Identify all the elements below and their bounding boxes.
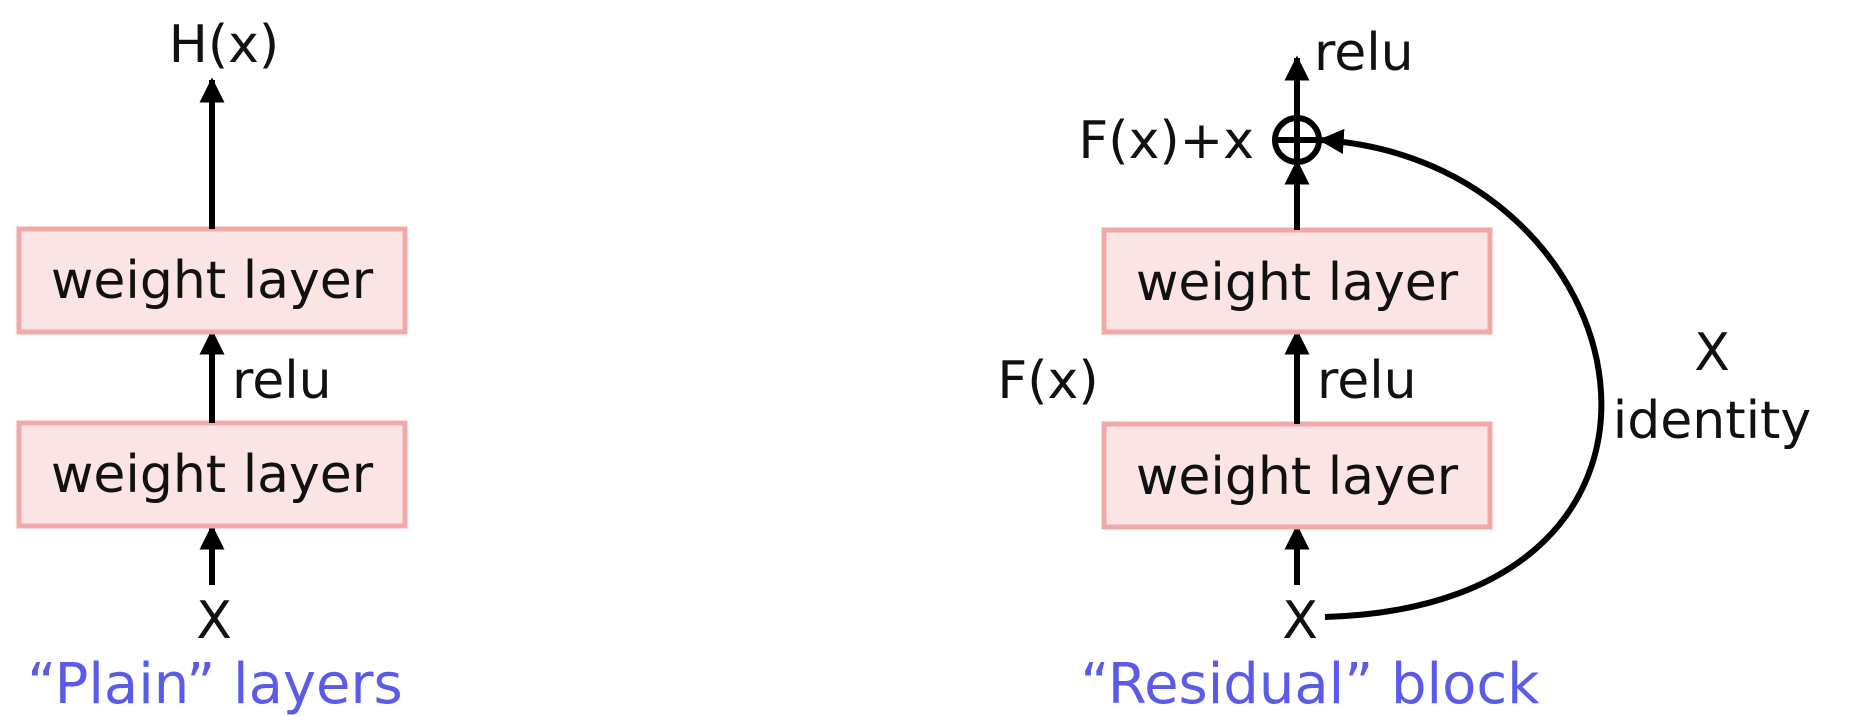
plain-bottom-weight-layer-box bbox=[16, 420, 408, 529]
shortcut-identity-label: identity bbox=[1613, 391, 1811, 451]
residual-block-diagram: weight layer relu F(x) weight layer F(x)… bbox=[997, 23, 1811, 716]
plain-layers-diagram: weight layer relu weight layer H(x) X “P… bbox=[16, 15, 408, 716]
plain-bottom-weight-layer-label: weight layer bbox=[51, 445, 374, 505]
plain-output-label: H(x) bbox=[169, 15, 279, 75]
residual-output-relu-label: relu bbox=[1314, 23, 1414, 83]
circled-plus-icon bbox=[1272, 115, 1322, 165]
plain-top-weight-layer-label: weight layer bbox=[51, 251, 374, 311]
residual-relu-label: relu bbox=[1317, 351, 1417, 411]
residual-bottom-weight-layer-label: weight layer bbox=[1136, 447, 1459, 507]
identity-shortcut-arrow bbox=[1318, 128, 1605, 620]
shortcut-variable-label: X bbox=[1694, 323, 1730, 383]
residual-branch-label: F(x) bbox=[997, 351, 1098, 411]
residual-top-weight-layer-label: weight layer bbox=[1136, 253, 1459, 313]
plain-input-label: X bbox=[196, 591, 232, 651]
plain-relu-label: relu bbox=[232, 351, 332, 411]
plain-caption: “Plain” layers bbox=[27, 652, 402, 716]
residual-sum-label: F(x)+x bbox=[1078, 111, 1254, 171]
residual-caption: “Residual” block bbox=[1080, 652, 1540, 716]
residual-input-label: X bbox=[1282, 591, 1318, 651]
